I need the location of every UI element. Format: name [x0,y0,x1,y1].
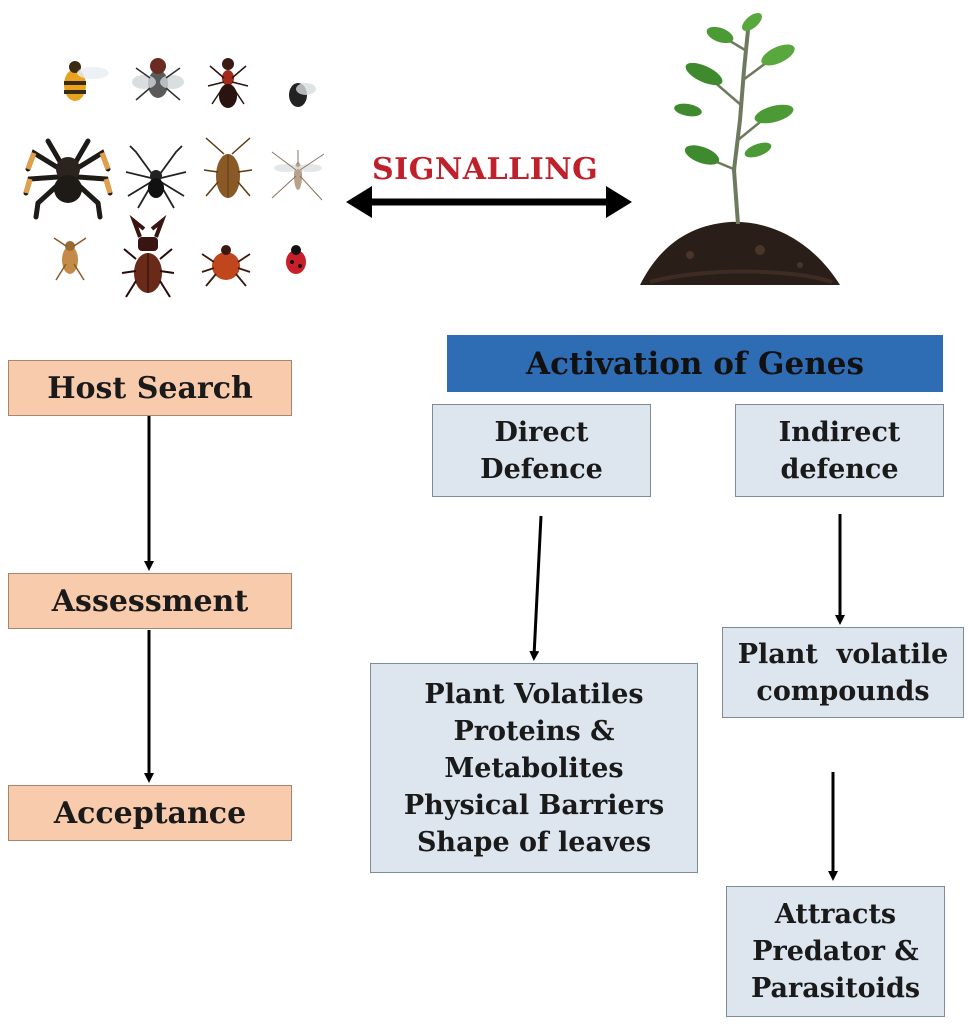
spider-icon [125,145,187,209]
indirect-line-2: defence [780,453,899,485]
direct-defence-mechanisms-box: Plant Volatiles Proteins & Metabolites P… [370,663,698,873]
assessment-label: Assessment [51,583,249,619]
flow-arrows [144,416,845,881]
direct-item-3: Metabolites [444,752,624,784]
signalling-arrow [346,186,632,218]
volatile-line-2: compounds [756,675,930,707]
activation-of-genes-banner: Activation of Genes [447,335,943,392]
direct-item-4: Physical Barriers [403,789,665,821]
banner-label: Activation of Genes [526,345,864,382]
tarantula-icon [23,138,113,220]
attracts-predators-box: Attracts Predator & Parasitoids [726,886,945,1017]
acceptance-label: Acceptance [53,795,247,831]
attracts-line-1: Attracts [774,899,897,930]
mosquito-icon [271,150,325,201]
direct-line-1: Direct [494,416,589,448]
direct-item-2: Proteins & [453,715,615,747]
acceptance-box: Acceptance [8,785,292,841]
volatile-line-1: Plant volatile [737,638,949,670]
plant-volatile-compounds-box: Plant volatile compounds [722,627,964,718]
ant-icon [207,58,249,108]
direct-item-1: Plant Volatiles [424,678,644,710]
indirect-defence-box: Indirect defence [735,404,944,497]
direct-line-2: Defence [480,453,603,485]
stag-beetle-icon [121,214,175,298]
fly-icon [289,83,316,107]
insect-illustrations [23,58,325,298]
cockroach-icon [203,137,253,198]
tick-icon [201,245,251,287]
direct-defence-box: Direct Defence [432,404,651,497]
attracts-line-2: Predator & [752,936,919,967]
plant-seedling-icon [640,13,840,285]
cricket-icon [53,237,87,281]
housefly-icon [132,58,184,101]
host-search-box: Host Search [8,360,292,416]
bee-icon [64,61,109,101]
attracts-line-3: Parasitoids [750,973,921,1004]
assessment-box: Assessment [8,573,292,629]
indirect-line-1: Indirect [778,416,901,448]
ladybug-icon [286,245,306,274]
host-search-label: Host Search [47,370,253,406]
signalling-label: SIGNALLING [372,152,599,187]
direct-item-5: Shape of leaves [416,826,652,858]
